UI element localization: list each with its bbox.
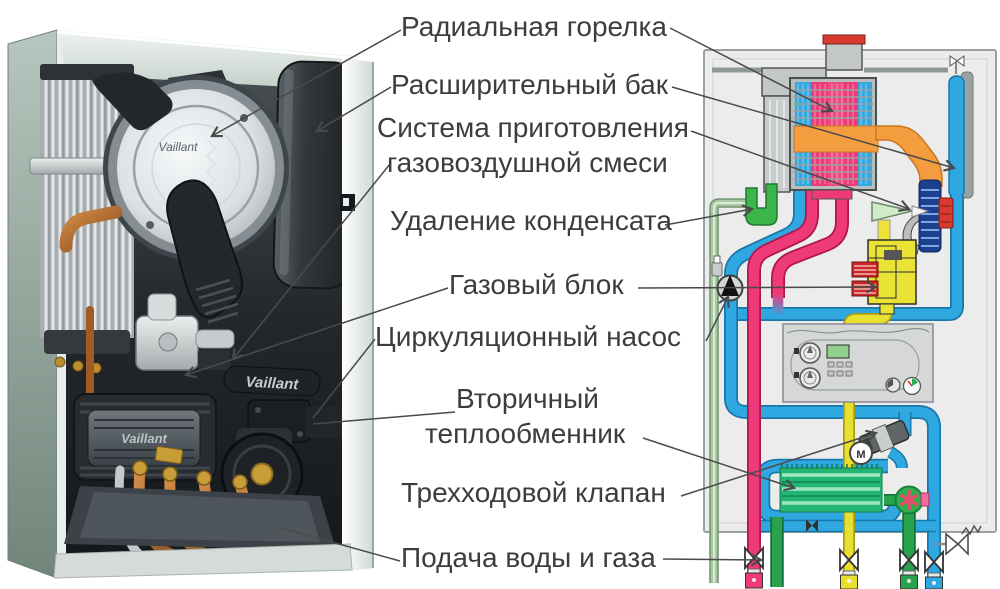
photo-gas-valve xyxy=(135,293,235,371)
burner-band xyxy=(793,125,879,153)
leader-supply-schematic xyxy=(662,553,764,567)
leader-secondary-hx-photo xyxy=(312,411,456,425)
label-radial-burner: Радиальная горелка xyxy=(401,11,667,42)
valve-motor-label: M xyxy=(856,449,865,461)
leader-expansion-tank-schematic xyxy=(671,86,957,172)
pressure-relief-valve xyxy=(936,524,982,556)
photo-drip-tray-inner xyxy=(80,492,320,542)
secondary-heat-exchanger-plates xyxy=(779,464,883,513)
label-gas-air-line1: Система приготовления xyxy=(377,112,689,143)
photo-vaillant-pipe: Vaillant xyxy=(223,365,321,397)
photo-silencer-duct xyxy=(166,179,243,324)
label-secondary-hx-line2: теплообменник xyxy=(425,418,626,449)
leader-secondary-hx-schematic xyxy=(642,437,797,492)
expansion-vessel xyxy=(948,55,974,199)
leader-gas-air-schematic xyxy=(690,130,912,212)
label-expansion-tank: Расширительный бак xyxy=(391,69,668,100)
leader-three-way-valve-schematic xyxy=(680,429,879,497)
leader-supply-photo xyxy=(280,527,401,562)
label-condensate-removal: Удаление конденсата xyxy=(390,205,672,236)
flue-duct xyxy=(712,34,948,193)
leader-gas-block-schematic xyxy=(637,280,879,294)
pipes-pink xyxy=(747,188,849,584)
three-way-valve: M xyxy=(849,420,910,465)
pink-blue-transition xyxy=(772,294,784,316)
label-water-gas-supply: Подача воды и газа xyxy=(401,542,656,573)
label-secondary-hx-line1: Вторичный xyxy=(456,383,599,414)
panel-lcd xyxy=(826,344,850,359)
leader-radial-burner-photo xyxy=(210,29,402,138)
leader-radial-burner-schematic xyxy=(669,27,834,113)
flow-sensor xyxy=(894,485,930,515)
photo-brass-fittings xyxy=(132,446,248,490)
control-panel xyxy=(782,323,934,403)
valve-cold-water xyxy=(924,549,944,589)
label-gas-air-line2: газовоздушной смеси xyxy=(387,147,668,178)
vaillant-logo-door: Vaillant xyxy=(159,140,199,154)
hx-bottom-tab xyxy=(811,189,853,200)
hydraulic-schematic: M xyxy=(703,34,997,589)
leader-gas-block-photo xyxy=(183,287,449,379)
fill-loop-valve xyxy=(806,519,818,532)
valve-gas xyxy=(839,547,859,589)
panel-buttons xyxy=(827,361,853,377)
fan-motor xyxy=(938,197,954,229)
label-circulation-pump: Циркуляционный насос xyxy=(375,321,682,352)
boiler-photo: Vaillant Vaillant Vaillant xyxy=(7,29,374,579)
casing-right-pillar xyxy=(342,58,374,572)
pipes-green xyxy=(770,494,916,587)
casing-bottom-rim xyxy=(53,543,353,579)
photo-intake-pipe xyxy=(92,72,173,131)
leader-lines xyxy=(183,27,957,567)
casing-top-rim xyxy=(56,30,353,60)
casing-clip-inner xyxy=(343,198,349,206)
condensate-trap xyxy=(709,183,778,583)
leader-pump-photo xyxy=(312,338,376,419)
leader-expansion-tank-photo xyxy=(315,86,392,133)
leader-pump-schematic xyxy=(705,295,730,342)
label-gas-block: Газовый блок xyxy=(449,269,624,300)
vaillant-logo-pipe: Vaillant xyxy=(245,374,300,394)
leader-condensate-schematic xyxy=(664,204,755,226)
vaillant-logo-box: Vaillant xyxy=(121,431,167,446)
label-three-way-valve: Трехходовой клапан xyxy=(401,477,666,508)
gas-pipe xyxy=(843,306,893,584)
bottom-valves xyxy=(744,545,944,589)
flue-cap xyxy=(822,34,866,45)
valve-dhw xyxy=(899,547,919,589)
leader-gas-air-photo xyxy=(231,163,391,361)
